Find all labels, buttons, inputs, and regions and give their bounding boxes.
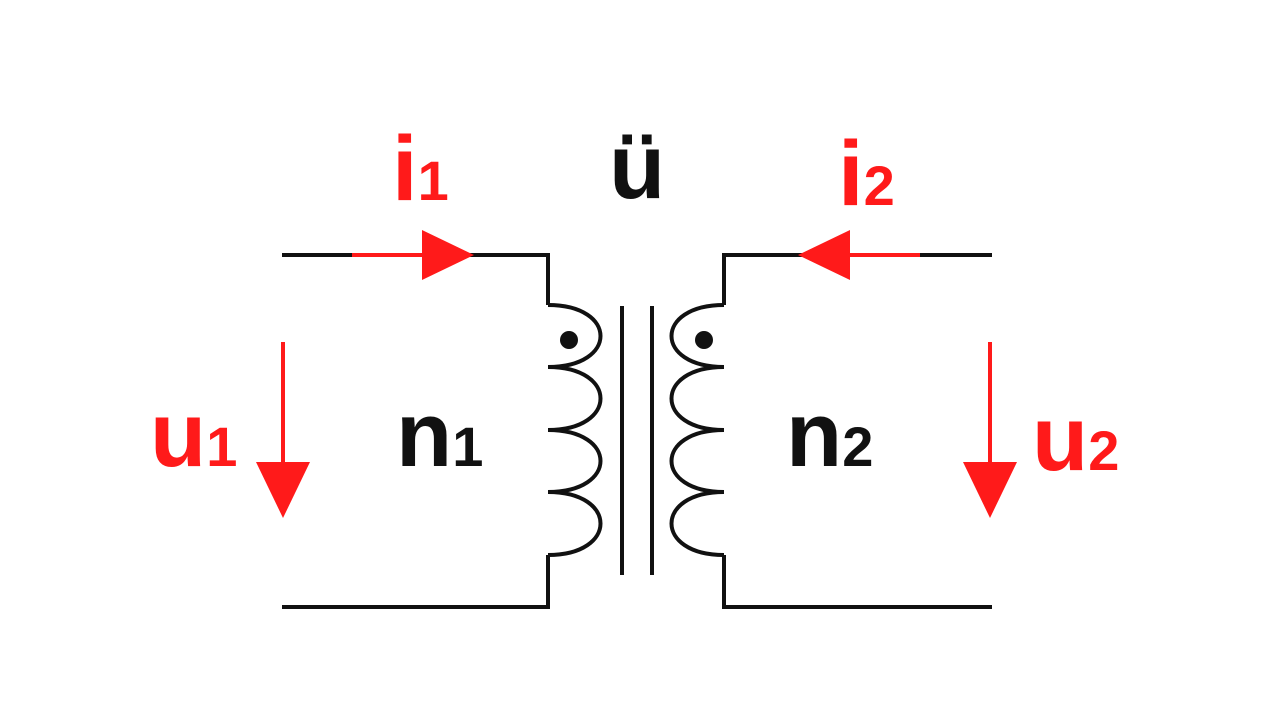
transformer-core [620, 306, 654, 575]
secondary-coil [669, 303, 725, 557]
current-arrow-i2 [798, 230, 920, 280]
secondary-bottom-wire [722, 555, 992, 609]
secondary-polarity-dot [695, 331, 713, 349]
secondary-top-wire [722, 253, 992, 305]
voltage-arrow-u1 [256, 342, 310, 518]
label-turns-ratio: ü [609, 116, 665, 218]
label-i2: i2 [838, 123, 895, 225]
voltage-arrow-u2 [963, 342, 1017, 518]
label-n1: n1 [396, 384, 483, 486]
label-u2: u2 [1032, 388, 1119, 490]
current-arrow-i1 [352, 230, 474, 280]
label-n2: n2 [786, 384, 873, 486]
primary-top-wire [282, 253, 550, 305]
primary-polarity-dot [560, 331, 578, 349]
primary-bottom-wire [282, 555, 550, 609]
label-i1: i1 [392, 118, 449, 220]
label-u1: u1 [150, 384, 237, 486]
primary-coil [547, 303, 603, 557]
